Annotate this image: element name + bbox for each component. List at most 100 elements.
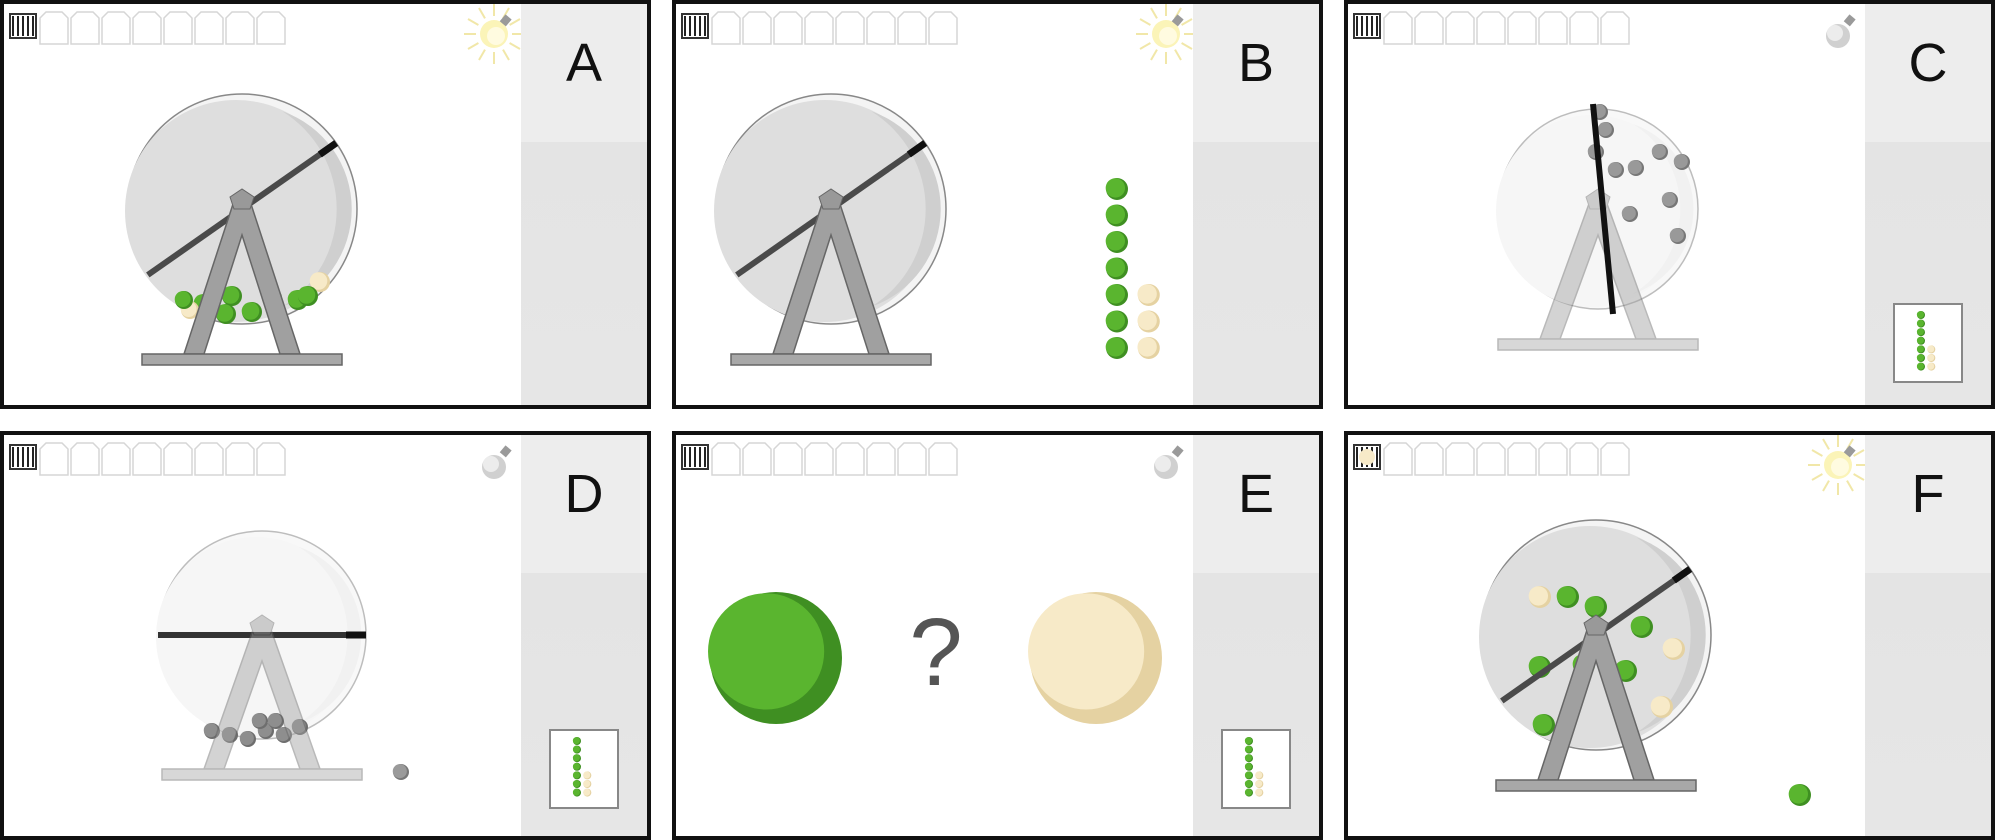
lightbulb-icon[interactable] <box>1826 14 1856 48</box>
slot-icon <box>163 11 193 45</box>
slot-icon <box>1414 11 1444 45</box>
grey-ball <box>203 723 220 739</box>
lightbulb-icon[interactable] <box>1808 435 1865 495</box>
slot-icon <box>804 11 834 45</box>
slot-bar <box>9 442 286 476</box>
panel-label: E <box>1237 464 1275 524</box>
sidebar-header <box>1865 435 1991 573</box>
green-ball <box>1244 771 1253 780</box>
cream-ball <box>1255 780 1264 788</box>
axle-bar <box>1590 103 1616 315</box>
grey-ball <box>1621 206 1638 222</box>
slot-bar <box>681 11 958 45</box>
sidebar: D <box>521 435 647 836</box>
grey-ball <box>291 719 308 735</box>
slot-icon <box>194 442 224 476</box>
green-ball <box>1584 596 1607 618</box>
green-ball <box>174 291 193 309</box>
green-ball <box>1916 362 1925 371</box>
sidebar: F <box>1865 435 1991 836</box>
slot-bar <box>1353 11 1630 45</box>
green-choice-button[interactable] <box>708 592 842 724</box>
cream-choice-button[interactable] <box>1028 592 1162 724</box>
counter-icon[interactable] <box>9 444 37 470</box>
reference-card[interactable] <box>1221 729 1291 809</box>
game-screen <box>676 4 1193 405</box>
lightbulb-icon[interactable] <box>1154 445 1184 479</box>
green-ball <box>1630 616 1653 638</box>
slot-icon <box>101 11 131 45</box>
green-ball <box>1244 754 1253 763</box>
reference-card[interactable] <box>549 729 619 809</box>
lottery-machine <box>156 530 367 781</box>
green-ball <box>1532 714 1555 736</box>
green-ball <box>297 286 318 306</box>
slot-icon <box>1476 11 1506 45</box>
sidebar-header <box>521 435 647 573</box>
grey-ball <box>251 713 268 729</box>
grey-ball <box>221 727 238 743</box>
green-ball <box>1244 737 1253 745</box>
green-ball <box>572 762 581 771</box>
green-ball <box>1916 328 1925 337</box>
slot-icon <box>225 11 255 45</box>
slot-icon <box>773 442 803 476</box>
sidebar-header <box>521 4 647 142</box>
counter-icon[interactable] <box>681 444 709 470</box>
slot-icon <box>39 11 69 45</box>
grey-ball <box>267 713 284 729</box>
card-ball-stacks <box>1244 737 1264 797</box>
panel-b: B <box>672 0 1323 409</box>
game-screen <box>4 435 521 836</box>
slot-icon <box>1538 11 1568 45</box>
drawn-ball <box>392 764 409 780</box>
green-ball <box>572 737 581 745</box>
stand <box>1497 188 1699 351</box>
slot-icon <box>132 442 162 476</box>
slot-icon <box>866 442 896 476</box>
slot-icon <box>1445 11 1475 45</box>
lottery-machine <box>1496 104 1699 351</box>
ball-stacks <box>1105 178 1160 359</box>
slot-icon <box>225 442 255 476</box>
counter-icon[interactable] <box>681 13 709 39</box>
green-ball <box>1916 354 1925 362</box>
green-ball <box>1244 780 1253 788</box>
grey-ball <box>1627 160 1644 176</box>
panel-f: F <box>1344 431 1995 840</box>
green-ball <box>1916 319 1925 328</box>
panel-label: A <box>565 33 603 93</box>
lightbulb-icon[interactable] <box>464 4 521 64</box>
stand <box>141 188 343 366</box>
lightbulb-icon[interactable] <box>482 445 512 479</box>
slot-icon <box>163 442 193 476</box>
slot-icon <box>1600 442 1630 476</box>
cream-ball <box>583 780 592 788</box>
green-ball <box>1916 345 1925 354</box>
green-ball <box>1916 311 1925 319</box>
cream-ball <box>1662 638 1685 660</box>
slot-icon <box>835 442 865 476</box>
green-ball <box>572 745 581 754</box>
slot-icon <box>835 11 865 45</box>
green-ball <box>1556 586 1579 608</box>
cream-ball <box>1255 788 1264 797</box>
slot-icon <box>928 442 958 476</box>
lightbulb-icon[interactable] <box>1136 4 1193 64</box>
slot-icon <box>773 11 803 45</box>
slot-icon <box>194 11 224 45</box>
slot-icon <box>1507 11 1537 45</box>
counter-icon[interactable] <box>1353 13 1381 39</box>
cream-ball <box>1927 362 1936 371</box>
reference-card[interactable] <box>1893 303 1963 383</box>
slot-icon <box>256 442 286 476</box>
game-screen <box>1348 4 1865 405</box>
slot-icon <box>70 11 100 45</box>
counter-icon[interactable] <box>9 13 37 39</box>
slot-icon <box>39 442 69 476</box>
green-ball <box>221 286 242 306</box>
slot-icon <box>1445 442 1475 476</box>
slot-icon <box>70 442 100 476</box>
sidebar-header <box>1193 435 1319 573</box>
green-ball <box>1105 337 1128 359</box>
